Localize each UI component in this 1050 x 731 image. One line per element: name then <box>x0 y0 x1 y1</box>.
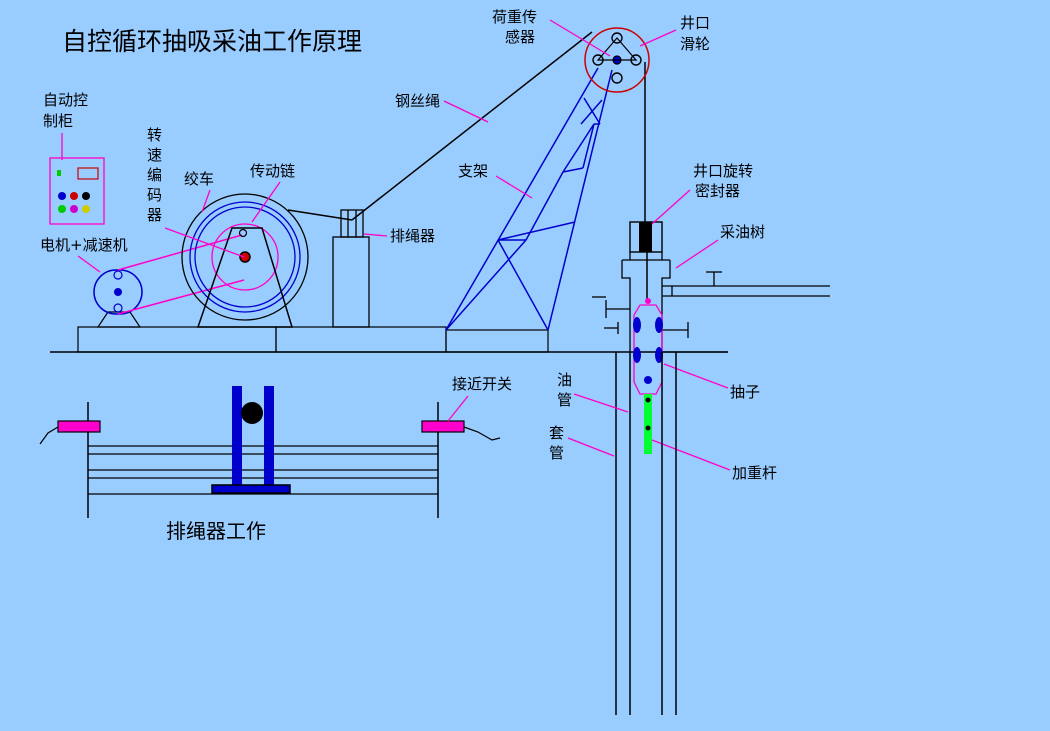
support-frame <box>445 67 613 331</box>
label-encoder: 转 速 编 码 器 <box>147 126 162 224</box>
christmas-tree <box>592 252 830 353</box>
leader-swab <box>663 363 729 389</box>
leader-load-sensor <box>549 19 611 57</box>
label-support-frame: 支架 <box>458 162 488 180</box>
leader-support-frame <box>495 175 533 199</box>
control-cabinet <box>49 157 105 225</box>
winch <box>181 193 309 328</box>
label-casing-1: 套 <box>549 424 564 442</box>
leader-winch <box>201 189 211 213</box>
label-proximity-switch: 接近开关 <box>452 375 512 393</box>
leader-christmas-tree <box>675 239 719 269</box>
label-rotary-seal-1: 井口旋转 <box>693 162 753 180</box>
proximity-switch-right <box>421 420 501 441</box>
label-tubing-2: 管 <box>557 391 572 409</box>
swab <box>633 298 663 395</box>
svg-text:码: 码 <box>147 186 162 204</box>
proximity-switch-left <box>39 420 101 445</box>
label-load-sensor-1: 荷重传 <box>492 8 537 26</box>
label-sinker-bar: 加重杆 <box>732 464 777 482</box>
rotary-seal <box>629 221 663 253</box>
detail-subtitle: 排绳器工作 <box>166 519 266 543</box>
svg-text:速: 速 <box>147 146 162 164</box>
sinker-bar <box>644 394 652 454</box>
label-rotary-seal-2: 密封器 <box>695 182 740 200</box>
transmission-chain <box>117 234 245 315</box>
label-wellhead-pulley-2: 滑轮 <box>680 35 710 53</box>
svg-text:编: 编 <box>147 166 162 184</box>
label-casing-2: 管 <box>549 444 564 462</box>
leader-encoder <box>164 227 245 258</box>
label-christmas-tree: 采油树 <box>720 223 765 241</box>
leader-wellhead-pulley <box>639 29 677 47</box>
label-control-cabinet-2: 制柜 <box>43 112 73 130</box>
diagram-title: 自控循环抽吸采油工作原理 <box>62 27 362 56</box>
label-wire-rope: 钢丝绳 <box>395 92 440 110</box>
label-load-sensor-2: 感器 <box>505 28 535 46</box>
leader-wire-rope <box>443 100 489 123</box>
label-swab: 抽子 <box>730 383 760 401</box>
leader-motor-reducer <box>77 255 101 273</box>
leader-rotary-seal <box>651 189 691 225</box>
leader-sinker-bar <box>651 439 731 471</box>
rope-arranger <box>332 209 370 328</box>
base-platforms <box>77 326 549 353</box>
label-motor-reducer: 电机+减速机 <box>40 236 128 254</box>
leader-tubing <box>573 393 629 413</box>
label-wellhead-pulley-1: 井口 <box>680 14 710 32</box>
label-winch: 绞车 <box>184 170 214 188</box>
svg-text:转: 转 <box>147 126 162 144</box>
label-tubing-1: 油 <box>557 371 572 389</box>
label-chain: 传动链 <box>250 162 295 180</box>
leader-proximity-switch <box>447 395 469 422</box>
leader-casing <box>567 437 615 457</box>
motor-reducer <box>93 269 143 328</box>
svg-text:器: 器 <box>147 206 162 224</box>
label-control-cabinet-1: 自动控 <box>43 91 88 109</box>
leader-chain <box>251 181 281 223</box>
wire-rope <box>287 31 646 222</box>
leader-rope-arranger <box>363 233 388 237</box>
wellhead-pulley <box>584 27 650 93</box>
rope-arranger-detail <box>87 386 439 518</box>
well-pipes <box>615 352 677 715</box>
label-rope-arranger: 排绳器 <box>390 227 435 245</box>
